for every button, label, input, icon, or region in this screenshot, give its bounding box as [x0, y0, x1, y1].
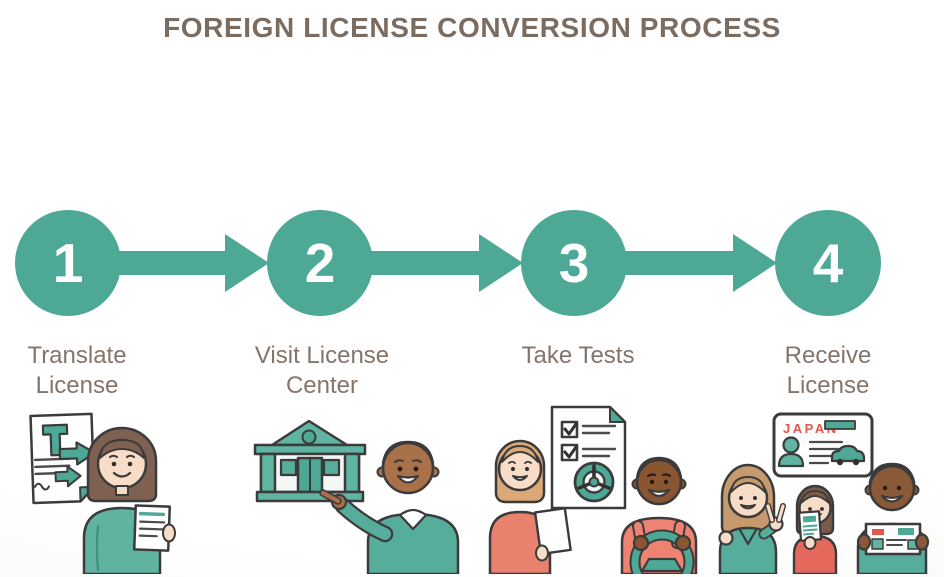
step-number-1: 1 — [52, 231, 84, 294]
step-number-4: 4 — [812, 231, 844, 294]
step-circle-3: 3 — [521, 210, 627, 316]
license-center-building-icon — [253, 419, 367, 503]
test-sheet-icon — [550, 405, 627, 510]
steering-wheel-icon — [573, 461, 615, 503]
man-holding-license — [856, 462, 930, 574]
illustration-receive-license: JAPAN — [718, 412, 930, 574]
step-label-1: Translate License — [27, 342, 127, 399]
man-pointing — [319, 440, 460, 574]
woman-with-document — [82, 426, 176, 574]
step-label-4: Receive License — [784, 342, 872, 399]
arrow-right-icon — [371, 234, 523, 292]
japan-license-card-icon: JAPAN — [772, 412, 874, 478]
page-title: FOREIGN LICENSE CONVERSION PROCESS — [163, 12, 781, 43]
step-label-3: Take Tests — [521, 342, 635, 369]
step-number-2: 2 — [304, 231, 336, 294]
license-country-text: JAPAN — [783, 421, 839, 436]
woman-holding-small-card — [792, 484, 838, 574]
woman-peace-sign — [718, 463, 786, 574]
arrow-right-icon — [117, 234, 269, 292]
step-circle-2: 2 — [267, 210, 373, 316]
car-icon — [830, 444, 866, 466]
illustration-translate-license — [29, 412, 176, 574]
step-circle-4: 4 — [775, 210, 881, 316]
arrow-right-icon — [625, 234, 777, 292]
illustration-visit-license-center — [253, 419, 460, 574]
translated-document-icon — [29, 412, 96, 505]
step-number-3: 3 — [558, 231, 590, 294]
woman-with-paper — [488, 439, 572, 574]
step-label-2: Visit License Center — [254, 342, 390, 399]
illustration-take-tests — [488, 405, 698, 574]
step-circle-1: 1 — [15, 210, 121, 316]
man-driving — [620, 456, 698, 574]
